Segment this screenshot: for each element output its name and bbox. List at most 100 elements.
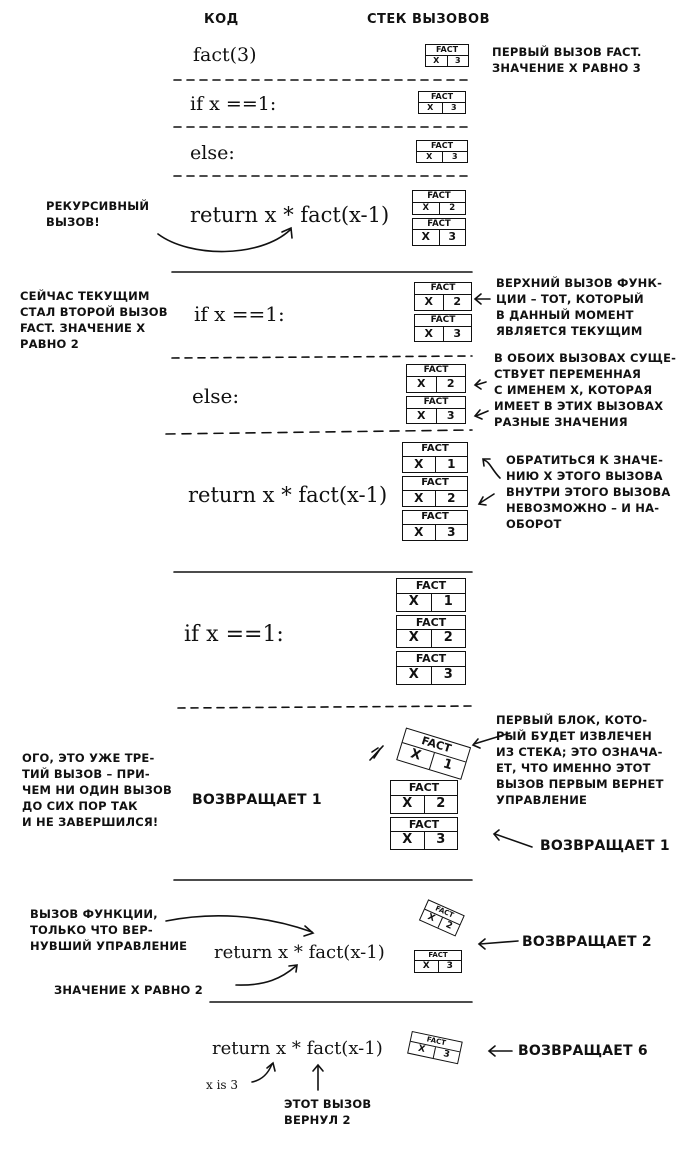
code-else: else:	[192, 384, 240, 408]
frame-var: X	[413, 230, 440, 245]
frame-label: FACT	[397, 579, 465, 594]
returns-6-label: ВОЗВРАЩАЕТ 6	[518, 1043, 648, 1059]
code-if-x-eq-1: if x ==1:	[194, 302, 285, 326]
frame-var: X	[419, 103, 443, 114]
frame-label: FACT	[426, 45, 468, 56]
frame-var: X	[407, 377, 437, 392]
frame-value: 3	[447, 524, 456, 539]
frame-value: 1	[447, 456, 456, 471]
frame-label: FACT	[417, 141, 467, 152]
center-returns-1: ВОЗВРАЩАЕТ 1	[192, 792, 322, 808]
frame-label: FACT	[403, 511, 467, 525]
code-if-x-eq-1: if x ==1:	[190, 93, 277, 115]
frame-var: X	[415, 295, 444, 310]
frame-label: FACT	[391, 781, 457, 796]
frame-label: FACT	[407, 365, 465, 378]
frame-value: 2	[443, 630, 453, 646]
frame-label: FACT	[415, 283, 471, 296]
frame-label: FACT	[419, 92, 465, 103]
frame-value: 3	[436, 832, 446, 848]
code-if-x-eq-1: if x ==1:	[184, 622, 284, 647]
frame-var: X	[403, 456, 436, 473]
code-else: else:	[190, 142, 235, 164]
frame-value: 2	[446, 377, 455, 391]
code-return-recursive: return x * fact(x-1)	[214, 942, 385, 963]
frame-value: 3	[446, 960, 453, 971]
frame-label: FACT	[407, 397, 465, 409]
returns-1-label: ВОЗВРАЩАЕТ 1	[540, 838, 670, 854]
frame-value: 3	[446, 408, 455, 422]
note-x-equals-2: ЗНАЧЕНИЕ X РАВНО 2	[54, 983, 203, 997]
frame-var: X	[415, 960, 439, 973]
frame-var: X	[415, 326, 444, 342]
frame-label: FACT	[391, 818, 457, 833]
code-return-recursive: return x * fact(x-1)	[188, 483, 388, 507]
returns-2-label: ВОЗВРАЩАЕТ 2	[522, 934, 652, 950]
frame-label: FACT	[397, 616, 465, 631]
frame-var: X	[407, 408, 437, 424]
frame-value: 3	[443, 667, 453, 683]
frame-var: X	[403, 490, 436, 507]
frame-var: X	[403, 524, 436, 541]
note-x-is-3: x is 3	[206, 1078, 239, 1092]
frame-var: X	[397, 630, 432, 648]
frame-value: 3	[454, 56, 461, 65]
code-return-recursive: return x * fact(x-1)	[212, 1038, 383, 1059]
frame-value: 1	[443, 593, 453, 609]
frame-label: FACT	[397, 652, 465, 668]
code-column-header: КОД	[204, 12, 239, 27]
frame-label: FACT	[415, 951, 461, 961]
frame-value: 2	[453, 295, 462, 309]
frame-label: FACT	[413, 191, 465, 203]
call-stack-column-header: СТЕК ВЫЗОВОВ	[367, 12, 490, 27]
frame-label: FACT	[403, 477, 467, 491]
code-fact-3: fact(3)	[193, 44, 257, 66]
frame-value: 3	[453, 326, 462, 340]
note-third-call: ОГО, ЭТО УЖЕ ТРЕ-ТИЙ ВЫЗОВ – ПРИ-ЧЕМ НИ …	[22, 751, 172, 829]
frame-var: X	[417, 152, 443, 163]
frame-value: 2	[436, 795, 446, 811]
frame-var: X	[391, 832, 425, 850]
frame-label: FACT	[403, 443, 467, 457]
frame-label: FACT	[413, 219, 465, 231]
frame-value: 3	[448, 230, 457, 244]
note-returned-call: ВЫЗОВ ФУНКЦИИ,ТОЛЬКО ЧТО ВЕР-НУВШИЙ УПРА…	[30, 907, 188, 953]
frame-value: 3	[450, 103, 457, 112]
frame-var: X	[397, 593, 432, 611]
frame-var: X	[426, 56, 448, 67]
frame-var: X	[391, 795, 425, 813]
